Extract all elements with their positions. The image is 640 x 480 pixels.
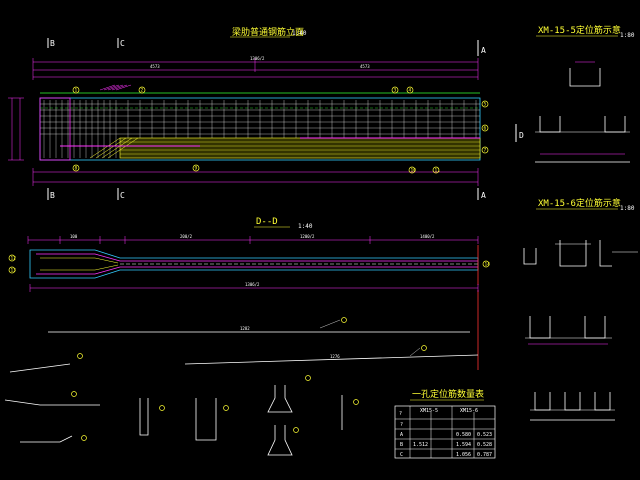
detail-15-5-scale: 1:80 [620, 32, 635, 39]
dd-bottom-dimension: 1306/2 [29, 282, 479, 292]
svg-text:XM15-6: XM15-6 [460, 408, 478, 414]
svg-text:C: C [120, 39, 125, 48]
svg-text:7: 7 [484, 148, 487, 154]
quantity-table: 一孔定位筋数量表 ? XM15-5 XM15-6 ? A B C 0.580 1… [394, 388, 496, 459]
detail-15-5-title: XM-15-5定位筋示意 [538, 24, 621, 36]
svg-text:0.528: 0.528 [477, 442, 492, 448]
svg-text:C: C [120, 191, 125, 200]
svg-text:1282: 1282 [240, 326, 250, 331]
svg-text:1276: 1276 [330, 354, 340, 359]
dim-segment-b: 4573 [360, 64, 370, 69]
svg-text:4: 4 [409, 88, 412, 94]
dim-total-length-top: 1306/2 [250, 56, 265, 61]
svg-text:B: B [50, 39, 55, 48]
svg-text:?: ? [400, 422, 403, 428]
section-dd-title: D--D [256, 217, 278, 227]
svg-text:A: A [481, 191, 486, 200]
svg-text:14: 14 [485, 262, 491, 268]
beam-elevation-body [39, 84, 481, 161]
quantity-table-title: 一孔定位筋数量表 [412, 388, 484, 400]
svg-text:0.580: 0.580 [456, 432, 471, 438]
section-marker-a-top: A [477, 40, 486, 56]
dim-total-dd: 1306/2 [245, 282, 260, 287]
bar-callouts-elevation: 1 2 3 4 5 6 7 8 9 10 11 [72, 86, 489, 174]
section-marker-b-top: B [47, 38, 55, 48]
main-elevation-title: 梁肋普通钢筋立面 [232, 26, 304, 38]
svg-text:0.787: 0.787 [477, 452, 492, 458]
svg-text:12: 12 [11, 256, 17, 262]
section-marker-b-bottom: B [47, 188, 55, 200]
svg-text:2: 2 [141, 88, 144, 94]
left-height-dimension [8, 97, 24, 161]
detail-15-6-scale: 1:80 [620, 205, 635, 212]
svg-text:B: B [50, 191, 55, 200]
dd-beam-body [29, 245, 479, 370]
detail-xm-15-5: XM-15-5定位筋示意 1:80 [535, 24, 635, 163]
section-dd-scale: 1:40 [298, 223, 313, 230]
trapezoid-bar-detail-1 [267, 375, 311, 413]
bar-detail-hook [20, 435, 87, 443]
main-elevation-view: 梁肋普通钢筋立面 1:40 B C A 1306/2 4573 4573 [8, 26, 524, 200]
bar-detail-long-1: 1282 [48, 317, 470, 333]
svg-text:1.512: 1.512 [413, 442, 428, 448]
bar-detail-long-2: 1276 [184, 345, 479, 365]
svg-text:B: B [400, 442, 403, 448]
section-marker-a-bottom: A [477, 188, 486, 200]
svg-text:9: 9 [195, 166, 198, 172]
bar-detail-short-1 [9, 353, 83, 373]
bar-detail-bent-1 [4, 391, 100, 406]
bar-shape-details: 1282 1276 [4, 317, 479, 456]
stirrup-detail-1 [139, 398, 165, 436]
section-dd-view: D--D 1:40 100 200/2 1200/2 1400/2 [8, 217, 491, 370]
svg-text:1.056: 1.056 [456, 452, 471, 458]
section-marker-c-bottom: C [117, 188, 125, 200]
svg-text:11: 11 [435, 168, 441, 174]
svg-text:XM15-5: XM15-5 [420, 408, 438, 414]
svg-text:C: C [400, 452, 403, 458]
bar-callouts-dd: 12 13 14 [8, 254, 491, 274]
section-marker-c-top: C [117, 38, 125, 48]
svg-text:5: 5 [484, 102, 487, 108]
stirrup-detail-2 [195, 398, 229, 441]
section-marker-d: D [515, 124, 524, 142]
straight-bar-detail [341, 395, 359, 430]
svg-text:0.523: 0.523 [477, 432, 492, 438]
bottom-dimension-chain [32, 168, 479, 186]
svg-text:200/2: 200/2 [180, 234, 193, 239]
svg-text:13: 13 [11, 268, 17, 274]
svg-text:10: 10 [411, 168, 417, 174]
trapezoid-bar-detail-2 [267, 425, 299, 456]
svg-text:100: 100 [70, 234, 78, 239]
svg-text:D: D [519, 131, 524, 140]
detail-xm-15-6: XM-15-6定位筋示意 1:80 [523, 197, 638, 421]
svg-text:1: 1 [75, 88, 78, 94]
main-elevation-scale: 1:40 [292, 30, 307, 37]
dim-segment-a: 4573 [150, 64, 160, 69]
svg-text:1400/2: 1400/2 [420, 234, 435, 239]
svg-text:A: A [481, 46, 486, 55]
svg-text:A: A [400, 432, 403, 438]
top-dimension-chain: 1306/2 4573 4573 [32, 56, 479, 80]
detail-15-6-title: XM-15-6定位筋示意 [538, 197, 621, 209]
svg-text:1200/2: 1200/2 [300, 234, 315, 239]
dd-top-dimensions: 100 200/2 1200/2 1400/2 [27, 234, 479, 244]
svg-text:1.594: 1.594 [456, 442, 471, 448]
svg-text:3: 3 [394, 88, 397, 94]
svg-text:?: ? [399, 411, 402, 417]
svg-text:8: 8 [75, 166, 78, 172]
svg-text:6: 6 [484, 126, 487, 132]
